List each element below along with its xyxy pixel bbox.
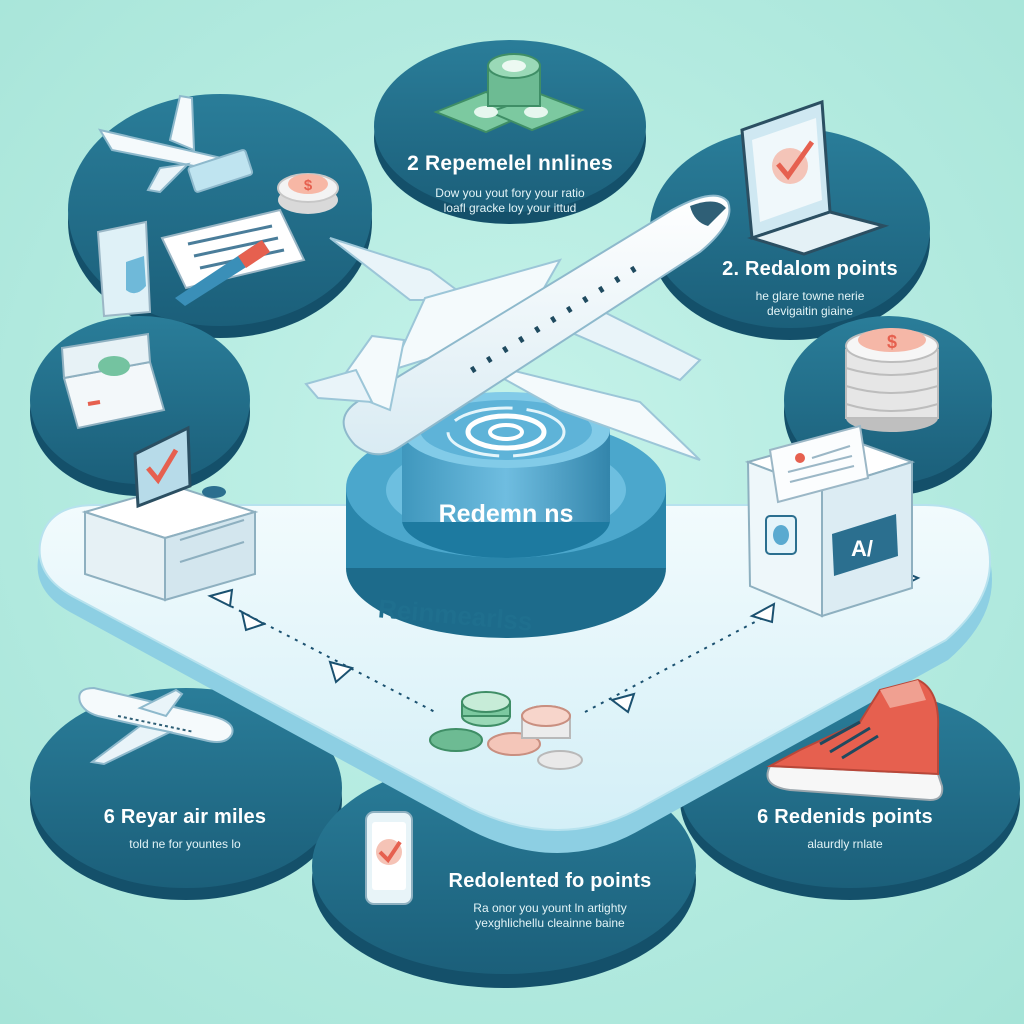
step-subtitle: alaurdly rnlate (807, 837, 883, 851)
step-card-5: 6 Redenids points alaurdly rnlate (710, 806, 980, 852)
step-title: Redolented fo points (448, 870, 652, 892)
cash-stack-icon (433, 53, 585, 134)
step-title: 2 Repemelel nnlines (407, 152, 613, 175)
box-label: A/ (851, 536, 873, 561)
arrow-icon (328, 660, 355, 684)
step-card-4: Redolented fo points Ra onor you yount l… (400, 870, 700, 931)
coin-symbol: $ (304, 177, 313, 194)
coin-icon: $ (277, 173, 339, 214)
step-subtitle: Ra onor you yount ln artighty (473, 901, 627, 915)
document-pen-icon (160, 208, 306, 306)
step-title: 6 Redenids points (757, 806, 933, 828)
step-card-3: 6 Reyar air miles told ne for yountes lo (60, 806, 310, 852)
disc-bottom-left (30, 688, 342, 900)
coin-pile-icon (429, 691, 583, 770)
airplane-icon (304, 194, 731, 461)
small-airplane-icon (97, 94, 254, 194)
disc-top-center (374, 40, 646, 224)
arrow-icon (207, 588, 234, 608)
step-subtitle: he glare towne nerie (755, 289, 865, 303)
arrow-icon (749, 602, 776, 624)
pedestal-label: Redemn ns (438, 500, 574, 528)
coin-symbol: $ (887, 332, 897, 352)
sneaker-icon (766, 678, 944, 802)
step-subtitle: devigaitin giaine (766, 304, 854, 318)
arrow-icon (609, 692, 636, 714)
laptop-icon (740, 99, 890, 256)
step-subtitle: loafl gracke loy your ittud (443, 201, 577, 215)
step-subtitle: yexghlichellu cleainne baine (475, 916, 625, 930)
desk-monitor-icon (81, 425, 259, 602)
flow-path (207, 570, 921, 714)
cycle-icon (446, 406, 566, 458)
step-subtitle: told ne for yountes lo (129, 837, 241, 851)
step-title: 2. Redalom points (722, 258, 898, 280)
side-airplane-icon (78, 686, 234, 766)
step-card-2: 2. Redalom points he glare towne nerie d… (690, 258, 930, 319)
shield-icon (96, 220, 152, 318)
phone-icon (365, 811, 413, 905)
arrow-icon (240, 610, 267, 632)
coin-stack-icon: $ (845, 328, 939, 432)
step-card-1: 2 Repemelel nnlines Dow you yout fory yo… (380, 152, 640, 216)
wallet-box-icon (60, 332, 166, 430)
step-subtitle: Dow you yout fory your ratio (435, 186, 585, 200)
step-title: 6 Reyar air miles (103, 806, 267, 828)
center-pedestal (346, 392, 666, 638)
reward-box-icon: A/ (744, 424, 916, 618)
